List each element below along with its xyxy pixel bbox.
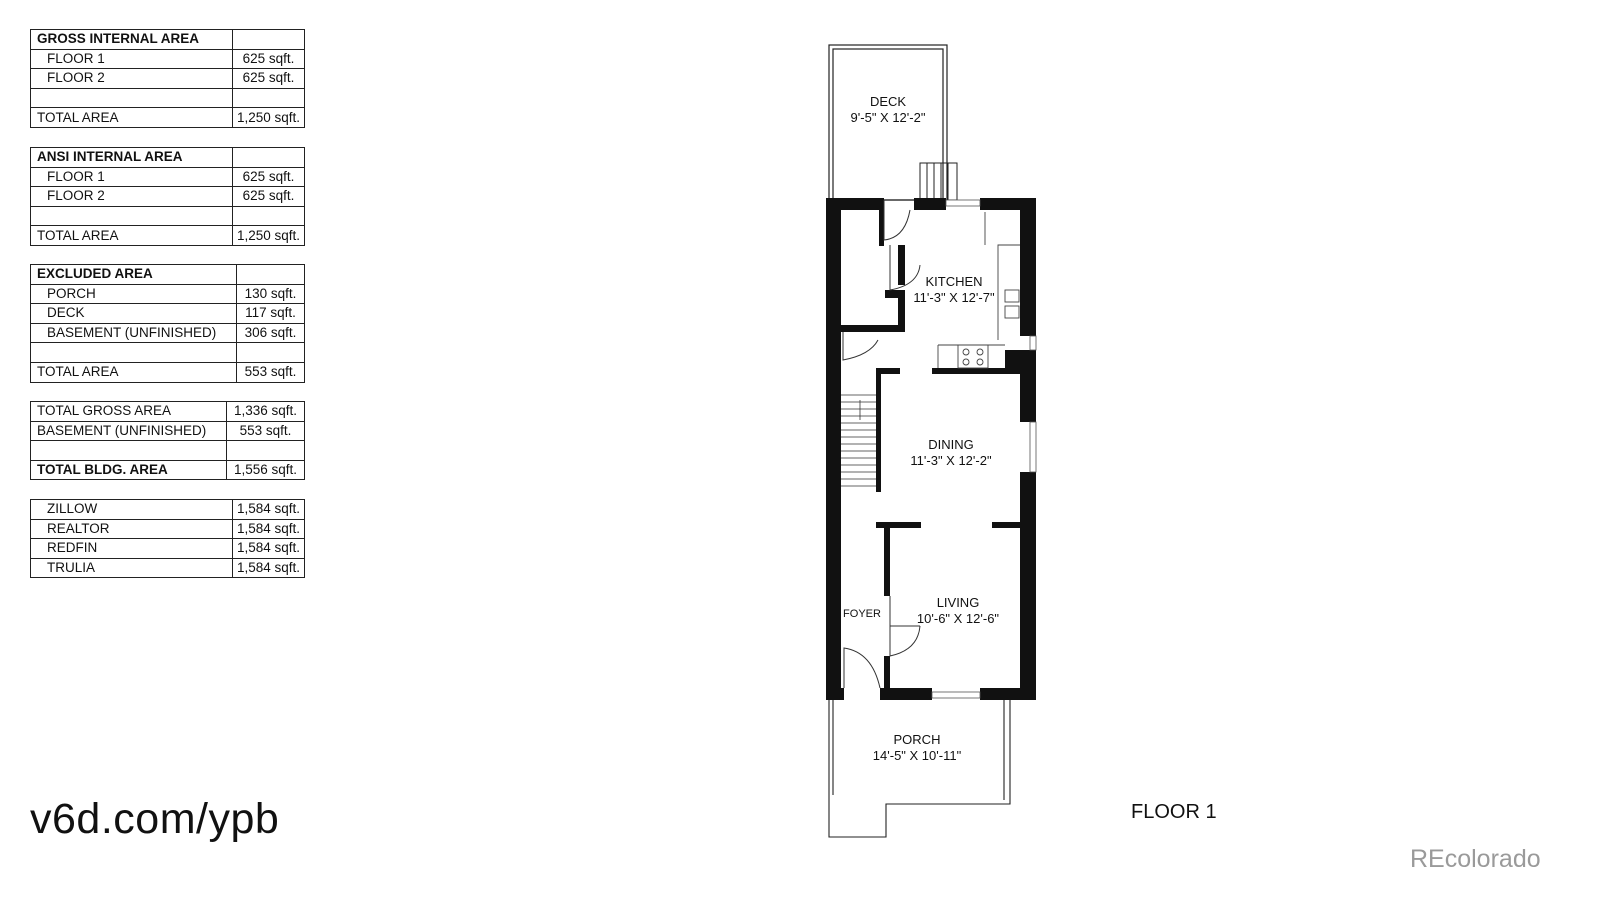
deck-name: DECK (870, 94, 906, 109)
deck-outline (828, 44, 948, 201)
interior-walls (841, 198, 1022, 694)
area-value: 117 sqft. (236, 303, 305, 324)
dining-size: 11'-3" X 12'-2" (910, 453, 992, 468)
porch-outline (828, 700, 1011, 838)
area-value: 1,556 sqft. (226, 459, 305, 481)
area-row: GROSS INTERNAL AREA (30, 29, 306, 50)
area-value: 553 sqft. (236, 361, 305, 383)
area-label: ANSI INTERNAL AREA (30, 147, 233, 168)
area-label: TOTAL GROSS AREA (30, 401, 227, 422)
area-row: ANSI INTERNAL AREA (30, 147, 306, 168)
area-value: 1,336 sqft. (226, 401, 305, 422)
stairs (841, 394, 876, 487)
door-swings (842, 200, 921, 689)
area-value: 130 sqft. (236, 283, 305, 305)
floor-label: FLOOR 1 (1131, 801, 1217, 823)
living-name: LIVING (937, 595, 980, 610)
area-label: TRULIA (30, 557, 233, 579)
deck-size: 9'-5" X 12'-2" (851, 110, 926, 125)
area-label: BASEMENT (UNFINISHED) (30, 322, 237, 344)
dining-name: DINING (928, 437, 974, 452)
exterior-walls (826, 198, 1036, 700)
area-label: FLOOR 1 (30, 166, 233, 188)
kitchen-size: 11'-3" X 12'-7" (913, 290, 995, 305)
deck-steps (919, 162, 958, 201)
windows (931, 199, 1037, 699)
area-row: BASEMENT (UNFINISHED)553 sqft. (30, 420, 305, 442)
kitchen-counters (937, 212, 1020, 369)
room-labels: DECK 9'-5" X 12'-2" KITCHEN 11'-3" X 12'… (843, 94, 999, 763)
area-row: BASEMENT (UNFINISHED)306 sqft. (30, 322, 305, 344)
area-value: 625 sqft. (231, 166, 306, 188)
tour-url: v6d.com/ypb (30, 795, 280, 843)
area-label: REALTOR (30, 518, 233, 540)
area-value: 1,250 sqft. (231, 107, 306, 128)
recolorado-watermark: REcolorado (1410, 845, 1541, 873)
porch-name: PORCH (894, 732, 941, 747)
area-value: 1,250 sqft. (231, 225, 306, 246)
porch-size: 14'-5" X 10'-11" (873, 748, 962, 763)
area-row (30, 342, 305, 363)
area-value: 553 sqft. (226, 420, 305, 442)
living-size: 10'-6" X 12'-6" (917, 611, 1000, 626)
area-value: 625 sqft. (231, 68, 306, 89)
area-label: TOTAL AREA (30, 107, 233, 128)
kitchen-name: KITCHEN (925, 274, 982, 289)
area-label: BASEMENT (UNFINISHED) (30, 420, 227, 442)
area-label: TOTAL BLDG. AREA (30, 459, 227, 481)
area-value: 1,584 sqft. (231, 557, 306, 579)
foyer-name: FOYER (843, 608, 881, 620)
area-label: TOTAL AREA (30, 361, 237, 383)
